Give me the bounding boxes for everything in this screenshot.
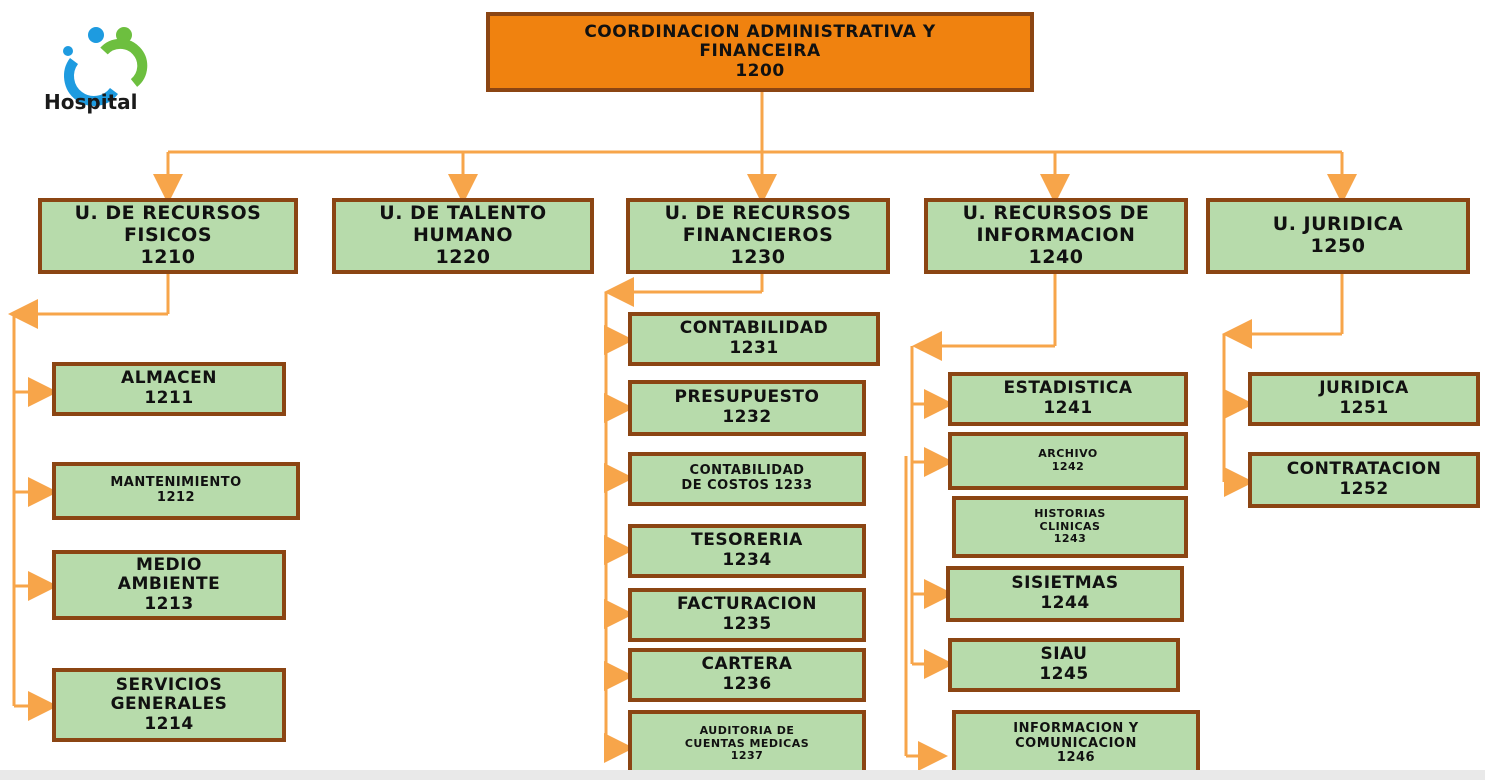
node-label: MANTENIMIENTO [110,475,242,491]
unit-label: U. DE TALENTO HUMANO [379,202,547,247]
node-label: ESTADISTICA [1003,378,1133,399]
node-label: CONTABILIDAD [679,318,829,339]
unit-juridica: U. JURIDICA 1250 [1206,198,1470,274]
node-juridica: JURIDICA 1251 [1248,372,1480,426]
node-label: SIAU [1040,644,1088,665]
node-label: ARCHIVO [1038,447,1098,461]
node-auditoria-cuentas-medicas: AUDITORIA DE CUENTAS MEDICAS 1237 [628,710,866,778]
node-code: 1243 [1053,532,1087,546]
node-facturacion: FACTURACION 1235 [628,588,866,642]
unit-code: 1240 [1028,245,1084,268]
node-label: SERVICIOS GENERALES [110,674,228,715]
node-mantenimiento: MANTENIMIENTO 1212 [52,462,300,520]
node-archivo: ARCHIVO 1242 [948,432,1188,490]
hospital-logo-icon [63,27,148,106]
root-code: 1200 [735,60,785,81]
node-code: 1246 [1056,750,1096,766]
node-contabilidad-costos: CONTABILIDAD DE COSTOS 1233 [628,452,866,506]
node-label: TESORERIA [691,530,803,551]
node-label: HISTORIAS CLINICAS [1034,507,1106,533]
node-code: 1232 [722,407,772,427]
node-code: 1212 [156,490,196,505]
node-tesoreria: TESORERIA 1234 [628,524,866,578]
node-label: CONTABILIDAD DE COSTOS 1233 [681,463,813,493]
node-label: INFORMACION Y COMUNICACION [1013,720,1139,751]
node-code: 1241 [1043,398,1093,418]
node-code: 1213 [144,593,194,614]
unit-code: 1250 [1310,235,1366,257]
unit-code: 1230 [730,245,786,268]
unit-code: 1220 [435,245,491,268]
unit-label: U. RECURSOS DE INFORMACION [962,202,1150,247]
bottom-strip [0,770,1485,780]
node-label: ALMACEN [121,368,217,389]
node-historias-clinicas: HISTORIAS CLINICAS 1243 [952,496,1188,558]
node-code: 1234 [722,550,772,570]
node-code: 1231 [729,338,779,358]
node-estadistica: ESTADISTICA 1241 [948,372,1188,426]
node-contabilidad: CONTABILIDAD 1231 [628,312,880,366]
unit-label: U. JURIDICA [1272,213,1404,236]
node-label: MEDIO AMBIENTE [117,554,221,595]
logo-text: Hospital [44,90,138,114]
node-code: 1211 [144,388,194,408]
root-line1: COORDINACION ADMINISTRATIVA Y [584,21,936,42]
unit-recursos-informacion: U. RECURSOS DE INFORMACION 1240 [924,198,1188,274]
node-almacen: ALMACEN 1211 [52,362,286,416]
root-node: COORDINACION ADMINISTRATIVA Y FINANCEIRA… [486,12,1034,92]
node-label: AUDITORIA DE CUENTAS MEDICAS [684,724,810,750]
unit-recursos-financieros: U. DE RECURSOS FINANCIEROS 1230 [626,198,890,274]
node-code: 1237 [730,749,764,763]
node-code: 1235 [722,614,772,634]
unit-label: U. DE RECURSOS FISICOS [74,202,262,247]
node-code: 1242 [1051,460,1085,473]
node-code: 1245 [1039,664,1089,684]
unit-recursos-fisicos: U. DE RECURSOS FISICOS 1210 [38,198,298,274]
node-code: 1251 [1339,398,1389,418]
node-label: PRESUPUESTO [674,387,820,408]
node-code: 1236 [722,674,772,694]
node-label: CARTERA [701,654,793,675]
root-line2: FINANCEIRA [699,41,821,62]
node-informacion-comunicacion: INFORMACION Y COMUNICACION 1246 [952,710,1200,778]
node-label: SISIETMAS [1011,573,1119,594]
node-servicios-generales: SERVICIOS GENERALES 1214 [52,668,286,742]
node-siau: SIAU 1245 [948,638,1180,692]
unit-label: U. DE RECURSOS FINANCIEROS [664,202,852,247]
unit-code: 1210 [140,245,196,268]
node-presupuesto: PRESUPUESTO 1232 [628,380,866,436]
node-contratacion: CONTRATACION 1252 [1248,452,1480,508]
node-cartera: CARTERA 1236 [628,648,866,702]
node-label: CONTRATACION [1286,459,1442,480]
node-code: 1252 [1339,479,1389,499]
node-sistemas: SISIETMAS 1244 [946,566,1184,622]
node-code: 1244 [1040,593,1090,613]
node-label: JURIDICA [1319,378,1409,399]
node-code: 1214 [144,713,194,734]
unit-talento-humano: U. DE TALENTO HUMANO 1220 [332,198,594,274]
node-medio-ambiente: MEDIO AMBIENTE 1213 [52,550,286,620]
node-label: FACTURACION [677,594,817,615]
